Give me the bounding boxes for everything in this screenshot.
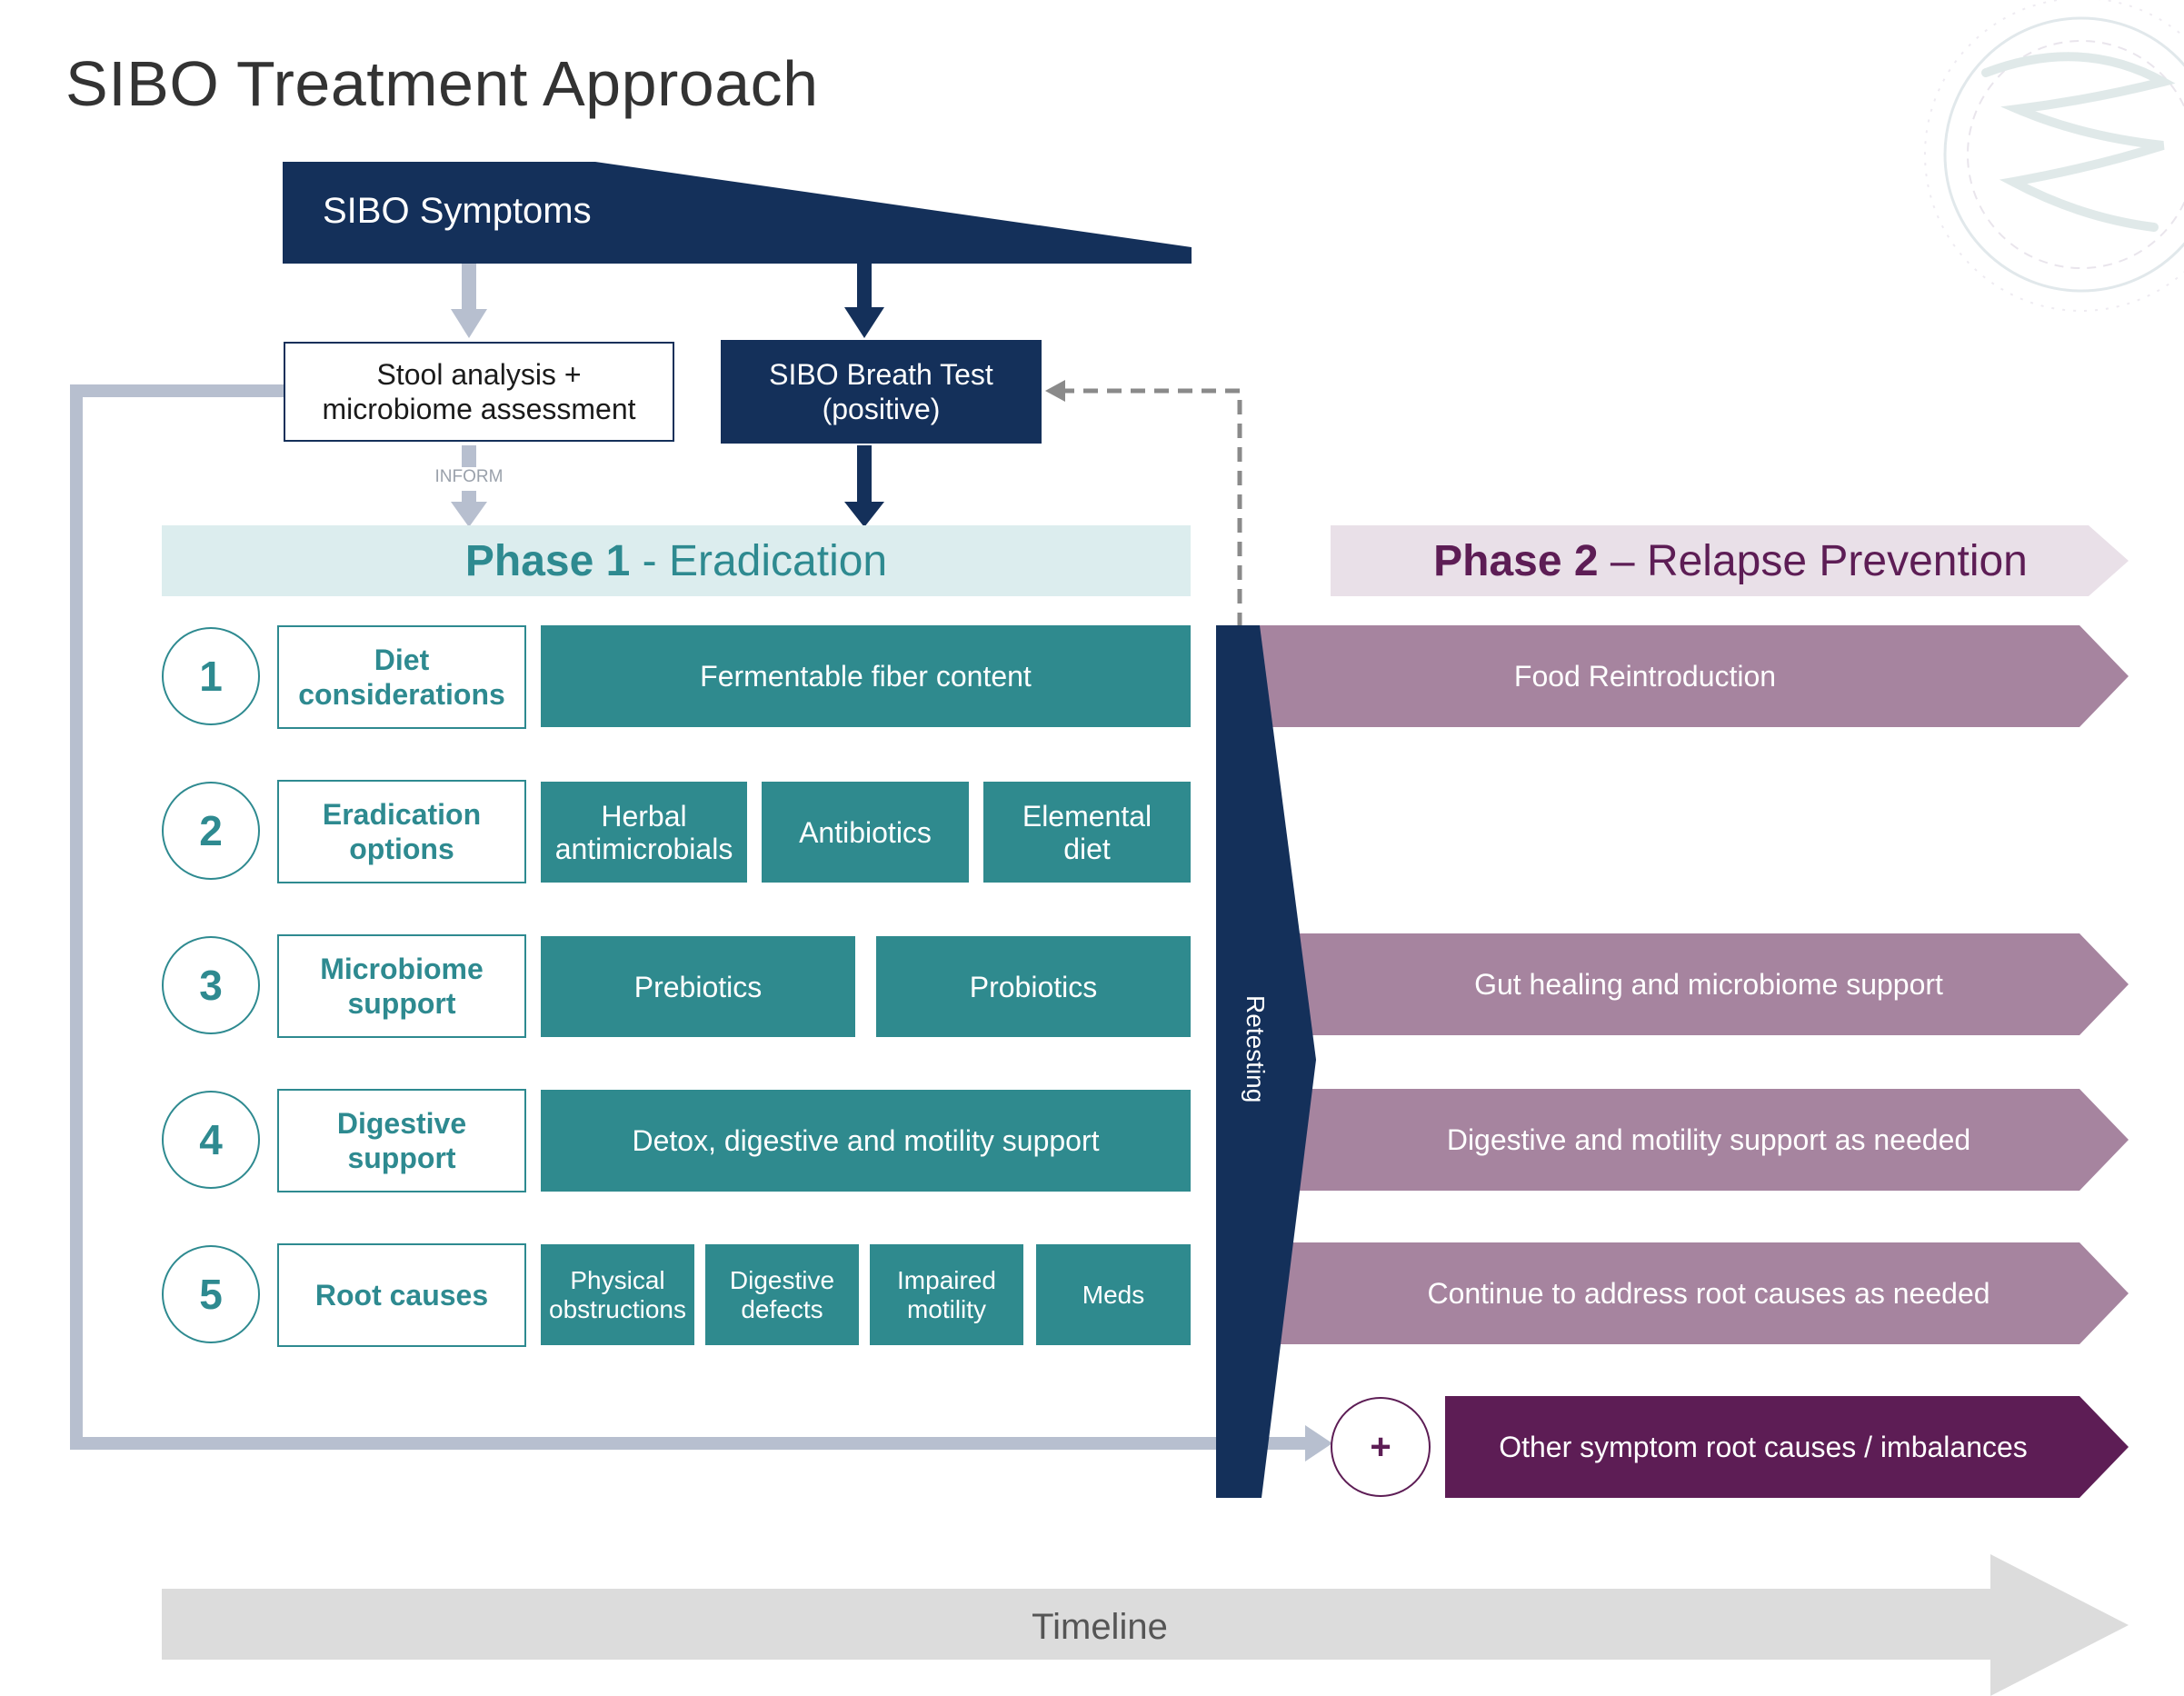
category-root-causes: Root causes xyxy=(277,1243,526,1347)
item-meds: Meds xyxy=(1036,1244,1191,1345)
symptoms-label: SIBO Symptoms xyxy=(323,191,592,231)
stool-line-1: Stool analysis + xyxy=(376,358,582,391)
item-line: Meds xyxy=(1082,1280,1145,1309)
category-line: Diet xyxy=(374,643,430,676)
phase2-band xyxy=(1331,525,2129,596)
p2-arrow-root xyxy=(1254,1242,2129,1344)
arrow-to-stool xyxy=(451,264,487,338)
p2-arrow-digestive xyxy=(1272,1089,2129,1191)
item-line: Detox, digestive and motility support xyxy=(632,1124,1100,1157)
item-line: Elemental xyxy=(1022,799,1152,833)
category-line: Root causes xyxy=(314,1279,489,1312)
category-line: support xyxy=(347,987,456,1020)
p2-root-causes: Continue to address root causes as neede… xyxy=(1427,1276,1990,1310)
category-line: Eradication xyxy=(322,798,482,831)
item-prebiotics: Prebiotics xyxy=(541,936,855,1037)
p2-arrow-other xyxy=(1445,1396,2129,1498)
item-line: Probiotics xyxy=(969,970,1098,1003)
phase1-rest: - Eradication xyxy=(630,536,888,585)
stool-side-connector xyxy=(70,384,1332,1462)
retesting-shape xyxy=(1216,625,1316,1498)
timeline-label: Timeline xyxy=(1032,1606,1168,1647)
step-number-4: 4 xyxy=(162,1091,260,1189)
p2-arrow-food xyxy=(1236,625,2129,727)
inform-label: INFORM xyxy=(434,467,504,486)
plus-icon: + xyxy=(1331,1397,1431,1497)
page-title: SIBO Treatment Approach xyxy=(65,48,819,119)
breath-line-2: (positive) xyxy=(822,393,941,425)
arrow-to-breath-test xyxy=(844,264,884,338)
item-line: Impaired xyxy=(897,1265,996,1294)
phase2-rest: – Relapse Prevention xyxy=(1598,536,2028,585)
category-line: Microbiome xyxy=(320,953,484,985)
item-line: antimicrobials xyxy=(554,832,733,865)
phase1-header: Phase 1 - Eradication xyxy=(162,525,1191,596)
p2-other-root-causes: Other symptom root causes / imbalances xyxy=(1499,1430,2028,1463)
item-line: Antibiotics xyxy=(799,815,932,849)
item-line: Fermentable fiber content xyxy=(700,660,1032,693)
item-line: motility xyxy=(906,1294,987,1323)
step-number-2: 2 xyxy=(162,782,260,880)
item-line: defects xyxy=(741,1294,823,1323)
retest-loop-connector xyxy=(1045,380,1242,627)
p2-food-reintroduction: Food Reintroduction xyxy=(1513,659,1777,693)
item-line: diet xyxy=(1063,832,1111,865)
mandala-intestine-icon xyxy=(1924,0,2184,312)
item-line: Prebiotics xyxy=(633,970,763,1003)
arrow-inform xyxy=(451,445,487,527)
step-number-3: 3 xyxy=(162,936,260,1034)
retesting-label: Retesting xyxy=(1242,994,1270,1103)
item-line: Digestive xyxy=(729,1265,835,1294)
phase2-header: Phase 2 – Relapse Prevention xyxy=(1331,525,2130,596)
step-number-5: 5 xyxy=(162,1245,260,1343)
p2-digestive-motility: Digestive and motility support as needed xyxy=(1446,1122,1971,1156)
category-line: Digestive xyxy=(336,1107,467,1140)
breath-line-1: SIBO Breath Test xyxy=(769,358,993,391)
item-line: Herbal xyxy=(601,799,687,833)
breath-test-box: SIBO Breath Test (positive) xyxy=(721,340,1042,444)
step-number-1: 1 xyxy=(162,627,260,725)
p2-gut-healing: Gut healing and microbiome support xyxy=(1474,967,1943,1001)
category-line: considerations xyxy=(298,678,505,711)
category-line: support xyxy=(347,1142,456,1174)
item-line: Physical xyxy=(570,1265,665,1294)
stool-line-2: microbiome assessment xyxy=(322,393,636,425)
phase2-bold: Phase 2 xyxy=(1433,536,1599,585)
item-detox-digestive-motility: Detox, digestive and motility support xyxy=(541,1090,1191,1192)
item-antibiotics: Antibiotics xyxy=(762,782,969,883)
item-probiotics: Probiotics xyxy=(876,936,1191,1037)
phase1-bold: Phase 1 xyxy=(464,536,631,585)
symptoms-banner xyxy=(283,162,1192,264)
item-fermentable-fiber: Fermentable fiber content xyxy=(541,625,1191,727)
category-line: options xyxy=(349,833,454,865)
p2-arrow-gut xyxy=(1291,933,2129,1035)
arrow-to-phase1 xyxy=(844,445,884,527)
item-line: obstructions xyxy=(549,1294,686,1323)
stool-analysis-box: Stool analysis + microbiome assessment xyxy=(284,342,674,442)
timeline-arrow xyxy=(162,1554,2129,1696)
